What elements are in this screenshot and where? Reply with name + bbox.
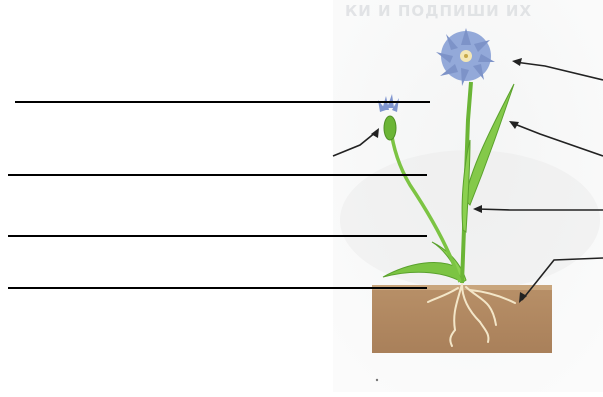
background-haze xyxy=(340,150,600,290)
small-dot xyxy=(376,379,378,381)
faint-heading: КИ И ПОДПИШИ ИХ xyxy=(345,2,532,20)
bud xyxy=(384,116,396,140)
